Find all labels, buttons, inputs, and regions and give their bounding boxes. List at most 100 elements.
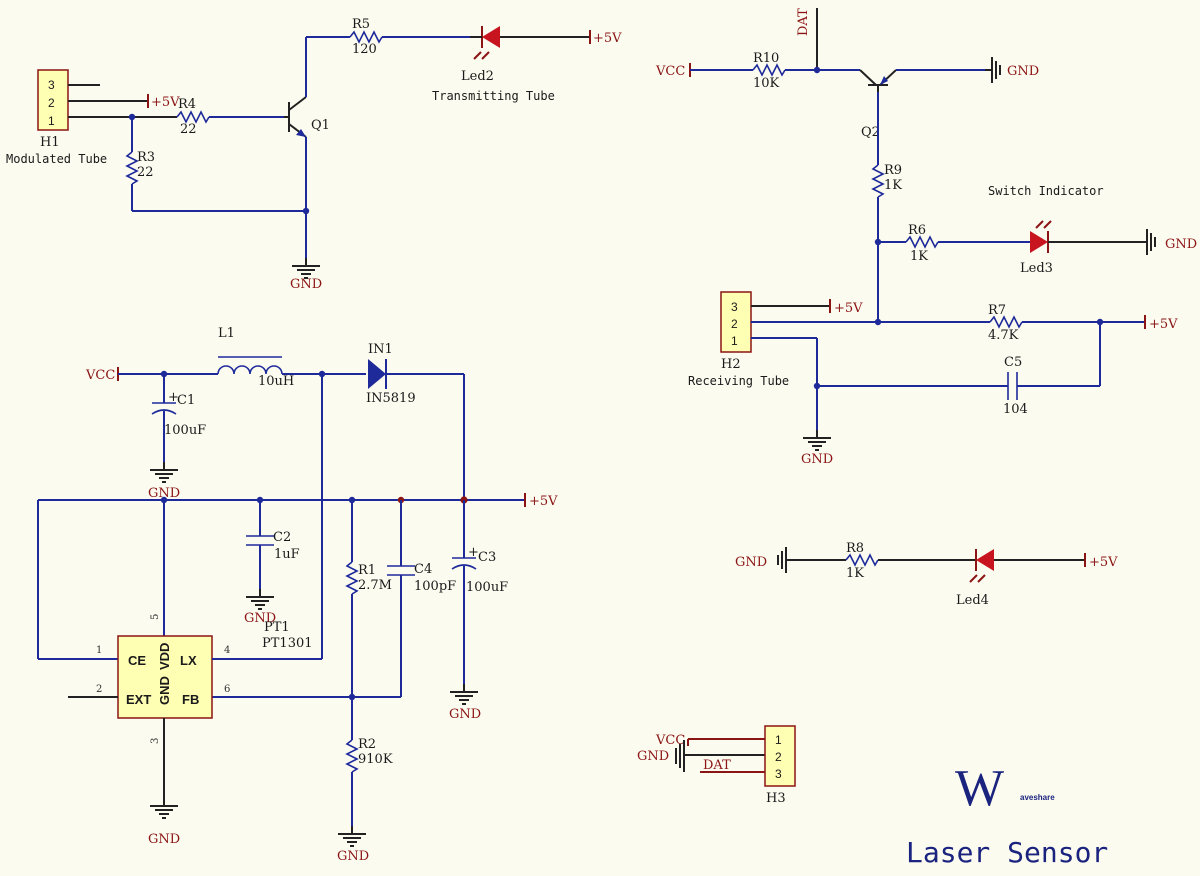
c1-value: 100uF (164, 423, 206, 438)
r9-value: 1K (884, 178, 902, 193)
h3-vcc-label: VCC (655, 733, 685, 748)
svg-text:+: + (168, 390, 179, 405)
net-5v-h2-label: +5V (834, 301, 863, 316)
l1-ref: L1 (218, 326, 235, 341)
net-5v-boost: +5V (524, 493, 558, 509)
led4[interactable] (969, 549, 1085, 583)
ic-pin-num-5: 5 (150, 614, 161, 620)
diagram-title: Laser Sensor (906, 836, 1108, 869)
capacitor-c1[interactable]: + (151, 390, 179, 415)
dat-label: DAT (796, 8, 811, 36)
r1-ref: R1 (358, 563, 376, 578)
transistor-q1[interactable] (284, 96, 307, 138)
resistor-r9[interactable] (871, 164, 885, 198)
resistor-r7[interactable] (989, 315, 1023, 329)
connector-h3[interactable]: 1 2 3 (764, 725, 796, 787)
led4-ref: Led4 (956, 593, 989, 608)
led3[interactable] (1030, 220, 1140, 253)
logo-letter: W (955, 760, 1004, 817)
diode-in1[interactable] (368, 359, 387, 389)
capacitor-c4[interactable] (387, 565, 415, 576)
power-indicator-section: GND R8 1K Led4 +5V (735, 541, 1118, 608)
resistor-r10[interactable] (752, 63, 786, 77)
transistor-q2[interactable] (859, 69, 897, 92)
capacitor-c2[interactable] (246, 535, 274, 546)
net-5v-r7: +5V (1144, 315, 1178, 332)
ic-pin-num-6: 6 (224, 684, 230, 695)
ic-pin-num-1: 1 (96, 645, 102, 656)
led2[interactable] (470, 26, 590, 60)
ic-pin-lx: LX (180, 653, 197, 668)
resistor-r5[interactable] (349, 30, 383, 44)
led2-ref: Led2 (461, 69, 494, 84)
net-5v-h1-label: +5V (151, 95, 180, 110)
c2-ref: C2 (273, 530, 291, 545)
ic-pin-num-2: 2 (96, 684, 102, 695)
gnd-led3: GND (1140, 229, 1197, 255)
net-5v-led4: +5V (1084, 553, 1118, 570)
ic-pin-num-4: 4 (224, 645, 230, 656)
c2-value: 1uF (274, 547, 300, 562)
gnd-h2-label: GND (801, 452, 833, 467)
gnd-led4 (777, 547, 846, 573)
net-5v-led2-label: +5V (593, 31, 622, 46)
h1-pin-3: 3 (48, 78, 55, 92)
h2-label: Receiving Tube (688, 374, 789, 388)
transmitter-section: 3 2 1 H1 Modulated Tube +5V R4 22 R3 22 (6, 17, 622, 292)
h3-dat-label: DAT (703, 758, 731, 773)
connector-h1[interactable]: 3 2 1 (37, 69, 69, 131)
r8-ref: R8 (846, 541, 864, 556)
r4-value: 22 (180, 122, 197, 137)
r8-value: 1K (846, 566, 864, 581)
h2-ref: H2 (721, 357, 741, 372)
ic-part: PT1301 (262, 636, 313, 651)
title-block: W aveshare Laser Sensor (906, 760, 1108, 869)
h3-ref: H3 (766, 791, 786, 806)
capacitor-c5[interactable] (1007, 372, 1018, 400)
ic-pt1301[interactable]: CE LX EXT FB GND VDD (117, 635, 213, 719)
vcc-input-label: VCC (85, 368, 115, 383)
h2-pin-1: 1 (731, 334, 738, 348)
svg-text:+: + (468, 545, 479, 560)
led3-label: Switch Indicator (988, 184, 1104, 198)
resistor-r2[interactable] (345, 739, 359, 773)
ic-pin-fb: FB (182, 692, 199, 707)
r2-ref: R2 (358, 737, 376, 752)
c4-value: 100pF (414, 579, 456, 594)
resistor-r1[interactable] (345, 561, 359, 595)
c3-value: 100uF (466, 580, 508, 595)
net-5v-h1: +5V (147, 94, 180, 110)
r3-value: 22 (137, 165, 154, 180)
c5-ref: C5 (1004, 355, 1022, 370)
gnd-led4-label: GND (735, 555, 767, 570)
module-header-section: VCC GND DAT 1 2 3 H3 (637, 725, 796, 806)
inductor-l1[interactable] (217, 356, 283, 375)
c3-ref: C3 (478, 550, 496, 565)
resistor-r4[interactable] (176, 110, 210, 124)
h2-pin-3: 3 (731, 300, 738, 314)
net-5v-led2: +5V (589, 30, 622, 46)
gnd-c1-label: GND (148, 486, 180, 501)
gnd-r2-label: GND (337, 849, 369, 864)
r6-ref: R6 (908, 223, 926, 238)
gnd-ic-label: GND (148, 832, 180, 847)
r7-ref: R7 (988, 303, 1006, 318)
h3-pin-1: 1 (775, 733, 782, 747)
connector-h2[interactable]: 3 2 1 (720, 291, 752, 353)
in1-value: IN5819 (366, 391, 416, 406)
gnd-led3-label: GND (1165, 237, 1197, 252)
resistor-r8[interactable] (845, 553, 879, 567)
net-5v-boost-label: +5V (529, 494, 558, 509)
resistor-r6[interactable] (905, 235, 939, 249)
gnd-q2-label: GND (1007, 64, 1039, 79)
h1-pin-2: 2 (48, 96, 55, 110)
resistor-r3[interactable] (125, 151, 139, 185)
gnd-c2-label: GND (244, 611, 276, 626)
q1-ref: Q1 (311, 118, 330, 133)
net-5v-r7-label: +5V (1149, 317, 1178, 332)
r5-ref: R5 (352, 17, 370, 32)
ic-pin-num-3: 3 (150, 738, 161, 744)
capacitor-c3[interactable]: + (451, 545, 479, 570)
r5-value: 120 (352, 42, 377, 57)
